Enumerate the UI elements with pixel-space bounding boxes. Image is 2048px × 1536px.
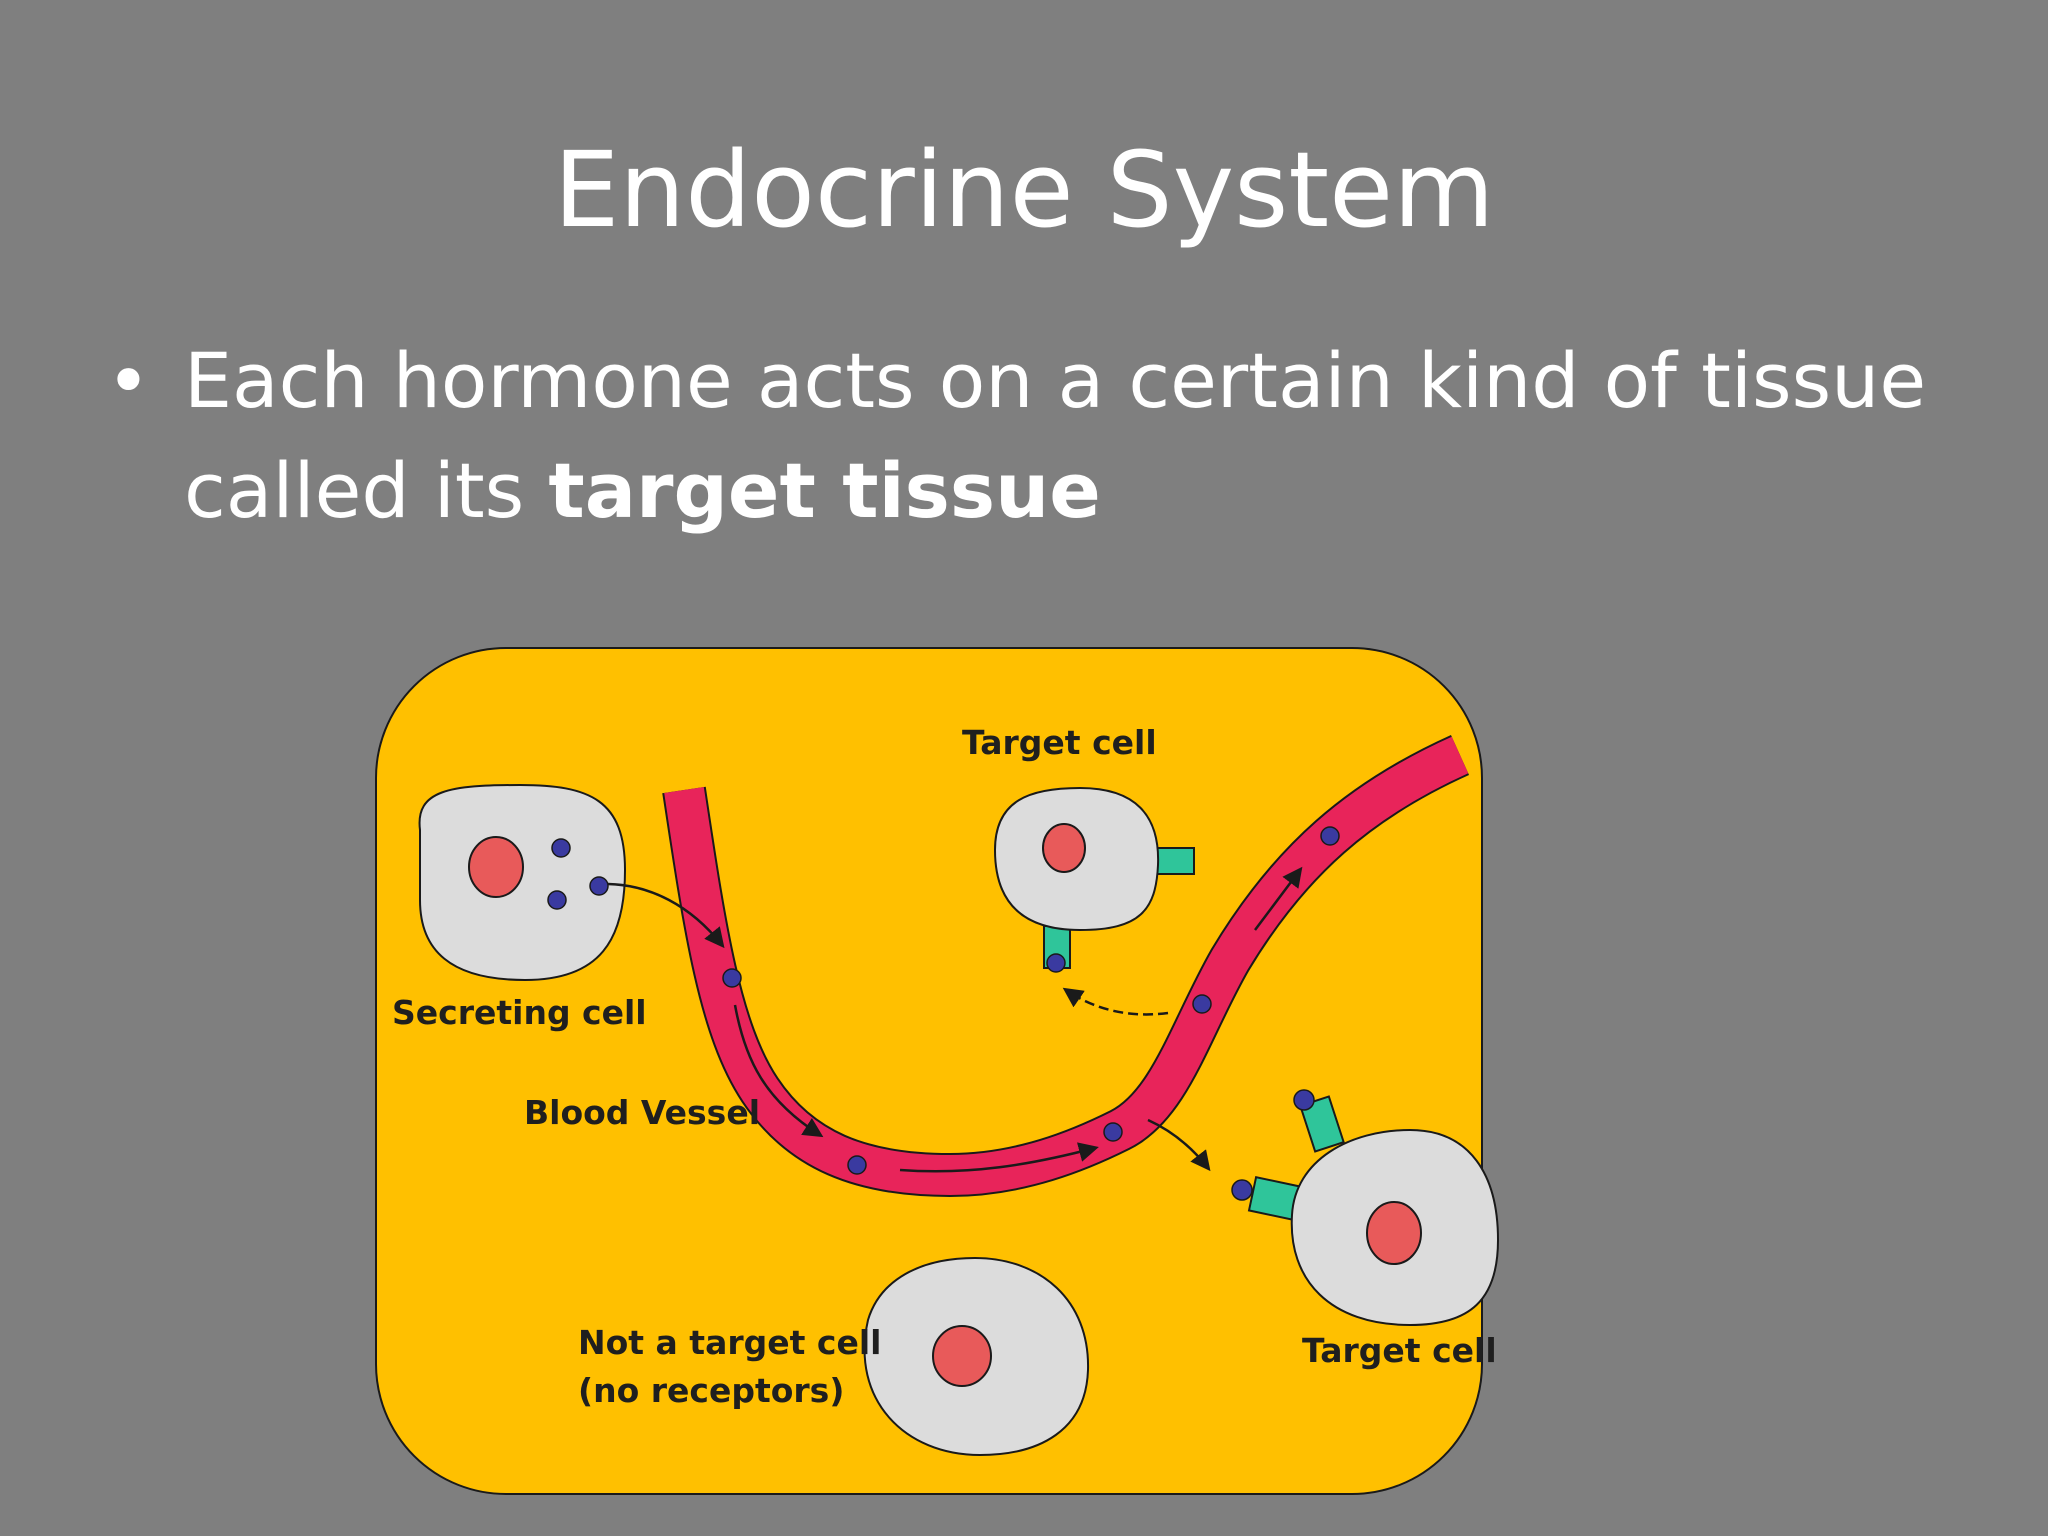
binding-arrow bbox=[1062, 987, 1169, 1016]
secretion-arrow bbox=[607, 882, 725, 949]
bound-hormone bbox=[1231, 1179, 1253, 1201]
bullet-icon: • bbox=[106, 336, 151, 425]
label-not-target-cell: Not a target cell bbox=[578, 1323, 881, 1362]
slide-title: Endocrine System bbox=[553, 129, 1495, 251]
diagram-panel bbox=[375, 647, 1483, 1495]
non-target-cell bbox=[863, 1256, 1090, 1457]
blood-vessel bbox=[662, 734, 1470, 1198]
hormone-molecule bbox=[847, 1155, 867, 1175]
label-secreting-cell: Secreting cell bbox=[392, 993, 647, 1032]
label-blood-vessel: Blood Vessel bbox=[524, 1093, 760, 1132]
target-cell-right bbox=[1231, 1089, 1500, 1327]
hormone-molecule bbox=[589, 876, 609, 896]
secreting-cell-nucleus bbox=[468, 836, 524, 898]
non-target-cell-nucleus bbox=[932, 1325, 992, 1387]
hormone-molecule bbox=[547, 890, 567, 910]
bound-hormone bbox=[1293, 1089, 1315, 1111]
label-target-cell-right: Target cell bbox=[1302, 1331, 1497, 1370]
hormone-molecule bbox=[1192, 994, 1212, 1014]
hormone-molecule bbox=[1103, 1122, 1123, 1142]
target-cell-nucleus bbox=[1366, 1201, 1422, 1265]
bullet-text: Each hormone acts on a certain kind of t… bbox=[184, 326, 1944, 546]
target-cell-nucleus bbox=[1042, 823, 1086, 873]
bound-hormone bbox=[1046, 953, 1066, 973]
label-target-cell-top: Target cell bbox=[962, 723, 1157, 762]
bullet-text-plain: Each hormone acts on a certain kind of t… bbox=[184, 336, 1927, 535]
hormone-molecule bbox=[722, 968, 742, 988]
hormone-molecule bbox=[551, 838, 571, 858]
label-no-receptors: (no receptors) bbox=[578, 1371, 844, 1410]
binding-arrow bbox=[1147, 1118, 1211, 1172]
target-cell-top bbox=[993, 786, 1195, 973]
hormone-molecule bbox=[1320, 826, 1340, 846]
secreting-cell bbox=[418, 783, 627, 982]
bullet-text-bold: target tissue bbox=[548, 446, 1101, 535]
